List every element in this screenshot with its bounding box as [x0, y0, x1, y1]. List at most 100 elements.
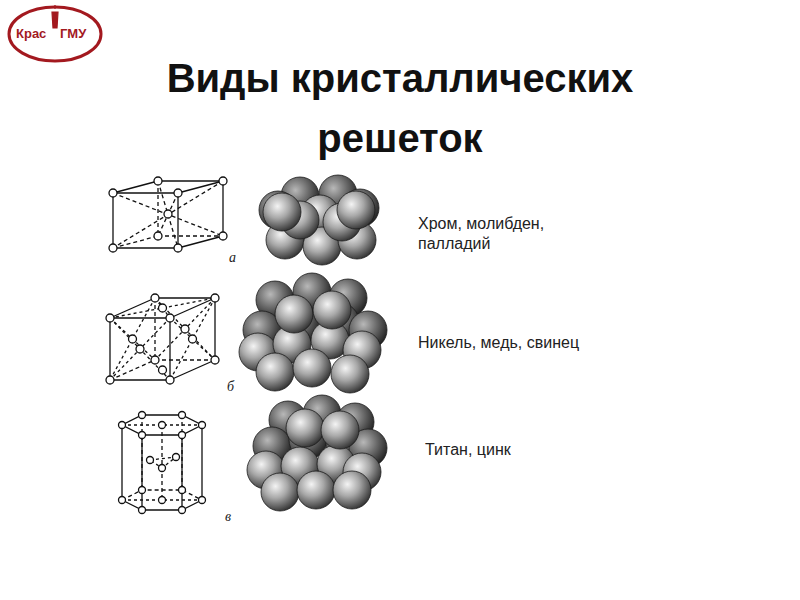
hcp-lattice-g-circle	[179, 487, 186, 494]
label-holder: Крас	[16, 26, 56, 42]
figure-letter: в	[225, 508, 239, 526]
bcc-lattice-g-circle	[174, 244, 182, 252]
fcc-lattice-g-circle	[129, 335, 137, 343]
fcc-lattice-g-line	[155, 298, 215, 360]
hcp-lattice-g-circle	[119, 497, 126, 504]
fcc-lattice-g-circle	[211, 294, 219, 302]
fcc-spheres-circle	[331, 355, 369, 393]
bcc-lattice-line	[113, 193, 223, 236]
hcp-spheres-circle	[261, 473, 299, 511]
fcc-lattice-g-circle	[136, 345, 144, 353]
hcp-lattice-g-circle	[179, 412, 186, 419]
bcc-lattice-g	[109, 177, 227, 252]
hcp-lattice-g-circle	[139, 412, 146, 419]
hcp-lattice-g-circle	[139, 432, 146, 439]
fcc-lattice-line	[110, 360, 155, 380]
bcc-lattice-g-circle	[174, 189, 182, 197]
title-holder: Виды кристаллических решеток	[110, 48, 690, 168]
fcc-lattice-g-line	[110, 318, 170, 380]
hcp-lattice-g-circle	[173, 454, 180, 461]
fcc-lattice-line	[170, 298, 215, 318]
bcc-lattice-line	[157, 181, 158, 236]
label-holder: а	[229, 249, 243, 267]
hcp-spheres-circle	[286, 409, 324, 447]
bcc-lattice-line	[222, 181, 223, 236]
bcc-lattice-line	[177, 193, 178, 248]
fcc-lattice-g-circle	[189, 335, 197, 343]
hcp-lattice-g-circle	[119, 422, 126, 429]
fcc-spheres-circle	[275, 295, 313, 333]
fcc-lattice-line	[110, 298, 155, 318]
metal-list: Титан, цинк	[425, 440, 625, 460]
bcc-lattice-line	[112, 193, 113, 248]
fcc-lattice-g-circle	[211, 356, 219, 364]
fcc-lattice-g-circle	[166, 314, 174, 322]
logo-text: Крас	[16, 26, 56, 42]
hcp-lattice-g-circle	[179, 507, 186, 514]
hcp-lattice-g-circle	[199, 497, 206, 504]
hcp-lattice-g-circle	[179, 432, 186, 439]
fcc-lattice-g-line	[110, 318, 170, 380]
fcc-lattice-g	[106, 294, 219, 384]
bcc-spheres-circle	[263, 193, 301, 231]
hcp-lattice-line	[201, 425, 202, 500]
fcc-lattice-g-circle	[151, 356, 159, 364]
fcc-lattice-g-line	[110, 298, 215, 318]
hcp-lattice-g-circle	[159, 465, 166, 472]
bcc-lattice-line	[113, 181, 158, 193]
bcc-lattice-line	[178, 181, 223, 193]
fcc-lattice-line	[155, 297, 215, 298]
figure-letter: б	[227, 378, 241, 396]
logo-path	[52, 5, 58, 28]
hcp-lattice-g	[119, 412, 206, 514]
label-holder: ГМУ	[60, 26, 96, 42]
fcc-lattice-line	[169, 318, 170, 380]
hcp-spheres	[247, 395, 387, 511]
hcp-lattice-g-circle	[159, 497, 166, 504]
fcc-lattice-g-line	[170, 298, 215, 380]
bcc-lattice-line	[178, 236, 223, 248]
label-holder: б	[227, 378, 241, 396]
hcp-spheres-circle	[321, 411, 359, 449]
logo-text: ГМУ	[60, 26, 96, 42]
bcc-lattice-line	[158, 193, 178, 236]
label-holder: в	[225, 508, 239, 526]
fcc-lattice-g-circle	[181, 325, 189, 333]
bcc-lattice-g-circle	[154, 177, 162, 185]
fcc-lattice-line	[155, 359, 215, 360]
bcc-spheres	[259, 175, 379, 265]
fcc-lattice-line	[214, 298, 215, 360]
metal-list: Хром, молибден, палладий	[418, 214, 588, 254]
fcc-lattice-line	[110, 317, 170, 318]
bcc-lattice	[109, 177, 227, 252]
fcc-lattice-g-circle	[106, 376, 114, 384]
hcp-lattice-line	[121, 425, 122, 500]
bcc-lattice-line	[158, 235, 223, 236]
hcp-lattice	[119, 412, 206, 514]
hcp-lattice-g-circle	[147, 457, 154, 464]
fcc-lattice-g-line	[110, 298, 155, 380]
slide-title: Виды кристаллических решеток	[110, 48, 690, 168]
bcc-lattice-line	[113, 192, 178, 193]
bcc-lattice-g-circle	[109, 244, 117, 252]
bcc-lattice-line	[113, 236, 158, 248]
fcc-lattice-g-circle	[166, 376, 174, 384]
bcc-lattice-line	[113, 247, 178, 248]
fcc-lattice-g-circle	[151, 294, 159, 302]
fcc-lattice-g-line	[170, 318, 215, 360]
hcp-lattice-line	[161, 425, 162, 500]
fcc-lattice-g-line	[110, 318, 155, 360]
metal-list: Никель, медь, свинец	[418, 333, 638, 353]
fcc-lattice-line	[154, 298, 155, 360]
bcc-lattice-line	[113, 181, 223, 248]
hcp-lattice-line	[141, 415, 142, 490]
hcp-spheres-circle	[297, 471, 335, 509]
fcc-spheres-circle	[313, 291, 351, 329]
fcc-lattice	[106, 294, 219, 384]
bcc-lattice-g-circle	[109, 189, 117, 197]
fcc-spheres	[239, 273, 387, 393]
fcc-lattice-line	[170, 360, 215, 380]
sphere-packing	[239, 175, 387, 511]
bcc-lattice-g-circle	[219, 232, 227, 240]
